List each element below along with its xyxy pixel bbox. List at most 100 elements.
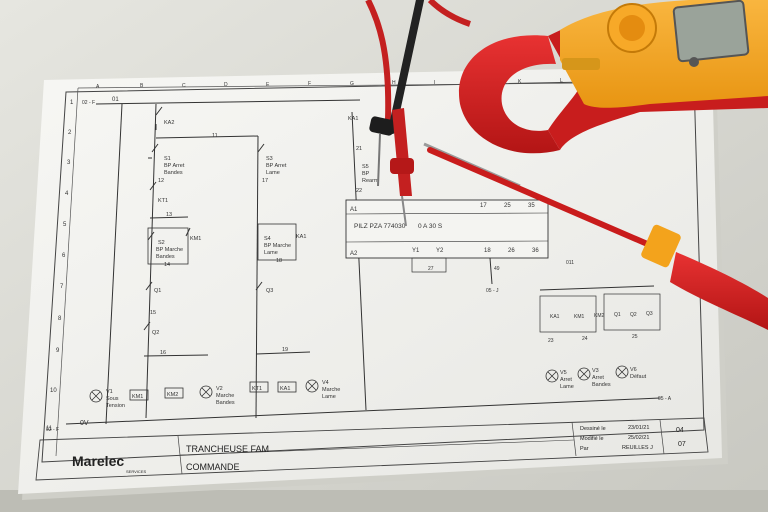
row-number: 10	[50, 388, 57, 394]
q1-label: Q1	[154, 288, 161, 294]
v4-label: V4	[322, 380, 329, 386]
pilz-term-17: 17	[480, 203, 487, 209]
s5-label: S5	[362, 164, 369, 170]
q3-label: Q3	[266, 288, 273, 294]
status-contacts: 011 KA1 KM1 KM2 Q1 Q2 Q3 23 24 25	[539, 260, 661, 344]
top-contacts: KA1 21 S5 BP Rearm 22	[348, 116, 379, 194]
pilz-term-a2: A2	[350, 251, 358, 257]
s2-desc-2: Bandes	[156, 254, 175, 260]
meter-display	[672, 0, 750, 63]
col-letter: C	[182, 83, 186, 89]
s5-desc-1: BP	[362, 171, 370, 177]
s5-desc-2: Rearm	[362, 178, 379, 184]
company-logo: Marelec	[72, 453, 124, 469]
v5-desc-2: Lame	[560, 384, 574, 390]
contact-ka1: KA1	[550, 314, 560, 320]
v1-desc-2: Tension	[106, 403, 125, 409]
col-letter: L	[560, 78, 563, 84]
wire-17: 17	[262, 178, 268, 184]
pilz-term-36: 36	[532, 248, 539, 254]
rail-top-label: 01	[112, 97, 119, 103]
screwdriver	[423, 142, 768, 330]
v6-desc: Défaut	[630, 374, 647, 380]
s1-desc-2: Bandes	[164, 170, 183, 176]
row-number: 9	[56, 348, 60, 354]
wire-11: 11	[212, 133, 218, 139]
col-letter: E	[266, 82, 270, 88]
test-leads	[365, 0, 471, 227]
v2-desc-1: Marche	[216, 393, 234, 399]
pilz-term-26: 26	[508, 248, 515, 254]
loads-row: V1 Sous Tension KM1 KM2 V2 Marche Bandes…	[89, 365, 647, 409]
power-rails	[65, 99, 661, 425]
pilz-term-35: 35	[528, 203, 535, 209]
v5-desc-1: Arret	[560, 377, 572, 383]
pilz-term-y1: Y1	[412, 248, 420, 254]
pilz-term-18: 18	[484, 248, 491, 254]
pilz-label: PILZ PZA 774030	[354, 223, 406, 230]
contact-q3: Q3	[646, 311, 653, 317]
wire-18: 18	[276, 258, 282, 264]
company-logo-sub: SERVICES	[126, 469, 146, 474]
schematic-sheet: A B C D E F G H I J K L M 1 2 3 4 5 6 7 …	[18, 66, 728, 500]
wire-21: 21	[356, 146, 362, 152]
ka2-label: KA2	[164, 120, 174, 126]
contact-q1: Q1	[614, 312, 621, 318]
col-letter: G	[350, 81, 354, 87]
s1-label: S1	[164, 156, 171, 162]
wire-49: 49	[494, 266, 500, 272]
wire-14: 14	[164, 262, 170, 268]
rail-top-ref: 02 - F	[82, 100, 95, 106]
s4-desc-2: Lame	[264, 250, 278, 256]
drawing-subtitle: COMMANDE	[186, 462, 240, 472]
coil-ka1: KA1	[280, 386, 290, 392]
sheet-total: 07	[678, 441, 686, 448]
q2-label: Q2	[152, 330, 159, 336]
row-number: 11	[46, 426, 53, 432]
row-number: 2	[68, 130, 72, 136]
s4-desc-1: BP Marche	[264, 243, 291, 249]
wire-23: 23	[548, 338, 554, 344]
v1-label: V1	[106, 389, 113, 395]
drawn-date: 23/01/21	[628, 425, 649, 431]
contact-q2: Q2	[630, 312, 637, 318]
row-number: 4	[65, 191, 69, 197]
col-letter: A	[96, 84, 100, 90]
row-number: 8	[58, 316, 62, 322]
sheet-number: 04	[676, 427, 684, 434]
modified-date: 25/02/21	[628, 435, 649, 441]
column-lame: S3 BP Arret Lame 17 S4 BP Marche Lame KA…	[255, 135, 311, 419]
row-numbers: 1 2 3 4 5 6 7 8 9 10 11	[46, 100, 74, 432]
drawn-label: Dessiné le	[580, 426, 606, 432]
wire-13: 13	[166, 212, 172, 218]
col-letter: F	[308, 81, 311, 87]
v1-desc-1: Sous	[106, 396, 119, 402]
col-letter: K	[518, 79, 522, 85]
title-block: Marelec SERVICES TRANCHEUSE FAM COMMANDE…	[35, 417, 709, 481]
s3-label: S3	[266, 156, 273, 162]
ka1-top-label: KA1	[348, 116, 358, 122]
wire-011: 011	[566, 260, 574, 266]
s3-desc-2: Lame	[266, 170, 280, 176]
modified-label: Modifié le	[580, 436, 604, 442]
rail-bottom-label: 0V	[80, 420, 89, 427]
row-number: 3	[67, 160, 71, 166]
contact-km2: KM2	[594, 313, 605, 319]
v2-desc-2: Bandes	[216, 400, 235, 406]
v5-label: V5	[560, 370, 567, 376]
contact-km1: KM1	[574, 314, 585, 320]
wire-19: 19	[282, 347, 288, 353]
coil-km1: KM1	[132, 394, 143, 400]
v3-label: V3	[592, 368, 599, 374]
ref-05-j: 05 - J	[486, 288, 499, 294]
wire-15: 15	[150, 310, 156, 316]
wire-12: 12	[158, 178, 164, 184]
by-label: Par	[580, 446, 589, 452]
project-name: TRANCHEUSE FAM	[186, 444, 269, 454]
s2-desc-1: BP Marche	[156, 247, 183, 253]
wire-24: 24	[582, 336, 588, 342]
row-number: 1	[70, 100, 74, 106]
wire-22: 22	[356, 188, 362, 194]
wire-27: 27	[428, 266, 434, 272]
s3-desc-1: BP Arret	[266, 163, 287, 169]
